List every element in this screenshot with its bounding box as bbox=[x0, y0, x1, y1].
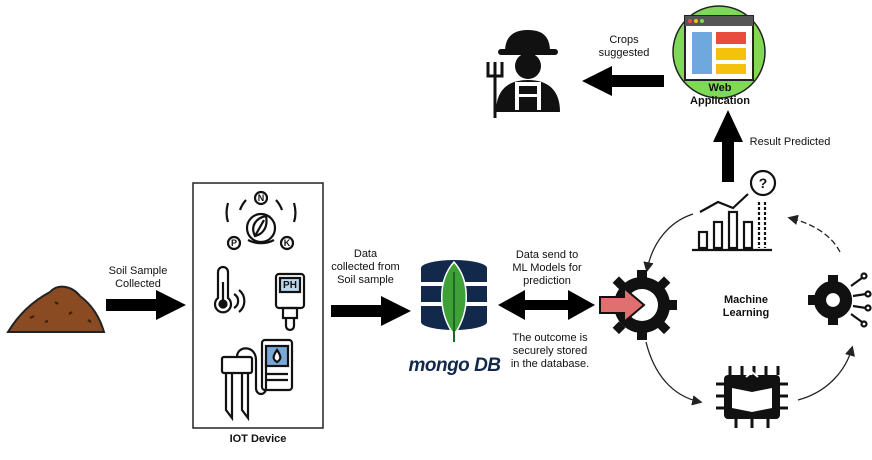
label-crops-suggested: Crops suggested bbox=[584, 34, 664, 60]
label-outcome-stored-line3: in the database. bbox=[510, 358, 590, 370]
mongodb-logo-text: mongo DB bbox=[408, 355, 501, 376]
analytics-chart-icon bbox=[692, 169, 777, 252]
label-data-send: Data send to ML Models for prediction bbox=[502, 249, 592, 288]
mongodb-logo-icon bbox=[421, 260, 487, 342]
soil-pile-icon bbox=[6, 285, 106, 333]
arrow-soil-to-iot bbox=[106, 290, 186, 320]
label-data-collected-line1: Data bbox=[353, 248, 378, 260]
book-circuit-icon bbox=[716, 366, 788, 428]
label-crops-suggested-line2: suggested bbox=[598, 47, 650, 59]
label-outcome-stored-line2: securely stored bbox=[512, 345, 588, 357]
label-data-send-line3: prediction bbox=[523, 275, 571, 287]
ph-meter-icon bbox=[274, 272, 306, 332]
farmer-icon bbox=[486, 30, 560, 118]
label-soil-collected-line1: Soil Sample bbox=[108, 265, 168, 277]
ph-meter-letters: PH bbox=[283, 280, 297, 291]
label-web-application-line1: Web bbox=[708, 82, 732, 94]
label-data-send-line2: ML Models for bbox=[512, 262, 582, 274]
label-web-application-line2: Application bbox=[690, 95, 750, 107]
arrow-result-to-web bbox=[713, 110, 743, 182]
ai-gear-circuit-icon bbox=[808, 272, 872, 328]
label-data-send-line1: Data send to bbox=[515, 249, 579, 261]
label-machine-learning: Machine Learning bbox=[706, 294, 786, 320]
npk-letter-p: P bbox=[230, 238, 237, 248]
npk-letter-n: N bbox=[257, 193, 265, 203]
npk-letter-k: K bbox=[283, 238, 291, 248]
arrow-iot-to-mongodb bbox=[331, 296, 411, 326]
label-soil-collected: Soil Sample Collected bbox=[98, 265, 178, 291]
ml-cycle-arrows bbox=[643, 213, 855, 406]
gear-arrow-icon bbox=[599, 270, 677, 340]
label-soil-collected-line2: Collected bbox=[115, 278, 161, 290]
thermometer-icon bbox=[213, 265, 246, 314]
label-result-predicted: Result Predicted bbox=[749, 136, 831, 148]
soil-moisture-sensor-icon bbox=[220, 338, 294, 422]
npk-sensor-icon bbox=[225, 190, 297, 251]
label-data-collected: Data collected from Soil sample bbox=[323, 248, 408, 287]
label-outcome-stored: The outcome is securely stored in the da… bbox=[500, 332, 600, 371]
label-web-application: Web Application bbox=[680, 82, 760, 108]
label-iot-device: IOT Device bbox=[229, 433, 287, 445]
label-outcome-stored-line1: The outcome is bbox=[512, 332, 588, 344]
arrow-web-to-farmer bbox=[582, 66, 664, 96]
label-data-collected-line2: collected from bbox=[331, 261, 400, 273]
label-machine-learning-line1: Machine bbox=[723, 294, 768, 306]
web-application-icon bbox=[672, 5, 766, 99]
label-machine-learning-line2: Learning bbox=[722, 307, 770, 319]
label-crops-suggested-line1: Crops bbox=[609, 34, 639, 46]
question-mark-glyph: ? bbox=[758, 175, 768, 191]
double-arrow-mongodb-ml bbox=[498, 290, 595, 320]
label-data-collected-line3: Soil sample bbox=[337, 274, 394, 286]
